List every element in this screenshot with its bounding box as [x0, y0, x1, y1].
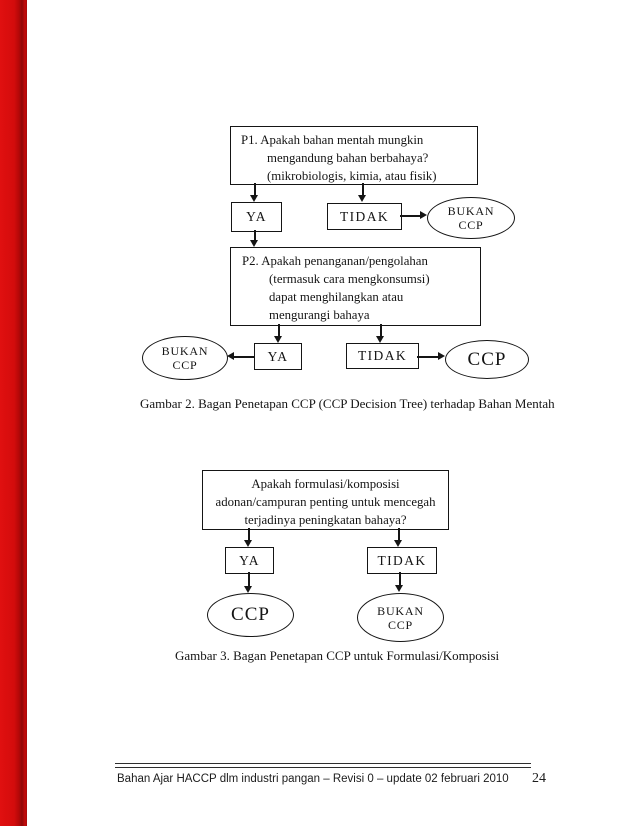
arrow-ya-to-bukan-ccp [227, 352, 254, 359]
ya-box-row2: YA [254, 343, 302, 370]
tidak-box-row1: TIDAK [327, 203, 402, 230]
p2-question-box: P2. Apakah penanganan/pengolahan (termas… [230, 247, 481, 326]
footer-text: Bahan Ajar HACCP dlm industri pangan – R… [117, 773, 509, 785]
ccp-ellipse-figure3: CCP [207, 593, 294, 637]
left-red-margin-bar [0, 0, 27, 826]
arrow-tidak-to-ccp [417, 352, 445, 359]
formulation-question-box: Apakah formulasi/komposisi adonan/campur… [202, 470, 449, 530]
arrow-p1-to-ya [250, 183, 257, 202]
tidak-box-figure3: TIDAK [367, 547, 437, 574]
ya-box-figure3: YA [225, 547, 274, 574]
tidak-box-row2: TIDAK [346, 343, 419, 369]
figure2-caption: Gambar 2. Bagan Penetapan CCP (CCP Decis… [140, 396, 555, 411]
bukan-ccp-ellipse-row2: BUKAN CCP [142, 336, 228, 380]
ya-box-row1: YA [231, 202, 282, 232]
arrow-tidak-to-bukan-ccp [400, 211, 427, 218]
bukan-ccp-ellipse-figure3: BUKAN CCP [357, 593, 444, 642]
page-number: 24 [532, 771, 546, 786]
arrow-p2-to-tidak [376, 324, 383, 343]
p1-question-box: P1. Apakah bahan mentah mungkin mengandu… [230, 126, 478, 185]
figure3-caption: Gambar 3. Bagan Penetapan CCP untuk Form… [175, 648, 500, 663]
footer-double-rule [115, 763, 531, 768]
arrow-p2-to-ya [274, 324, 281, 343]
arrow-tidak-to-bukan-ccp-figure3 [395, 572, 402, 592]
bukan-ccp-ellipse-row1: BUKAN CCP [427, 197, 515, 239]
ccp-ellipse-row2: CCP [445, 340, 529, 379]
arrow-question-to-ya [244, 528, 251, 547]
arrow-ya-to-ccp [244, 572, 251, 593]
arrow-ya-to-p2 [250, 230, 257, 247]
arrow-p1-to-tidak [358, 183, 365, 202]
arrow-question-to-tidak [394, 528, 401, 547]
